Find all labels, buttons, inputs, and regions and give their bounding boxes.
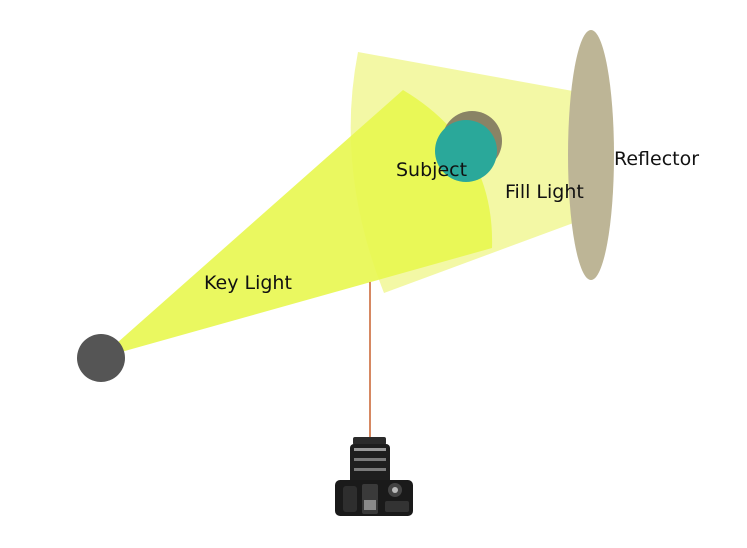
camera-icon <box>335 437 413 516</box>
reflector-label: Reflector <box>614 148 699 170</box>
subject-label: Subject <box>396 159 467 181</box>
key-light-label: Key Light <box>204 272 292 294</box>
light-source-icon <box>77 334 125 382</box>
subject <box>435 120 497 182</box>
fill-light-label: Fill Light <box>505 181 584 203</box>
key-light-beam <box>100 90 493 358</box>
reflector <box>568 30 614 280</box>
